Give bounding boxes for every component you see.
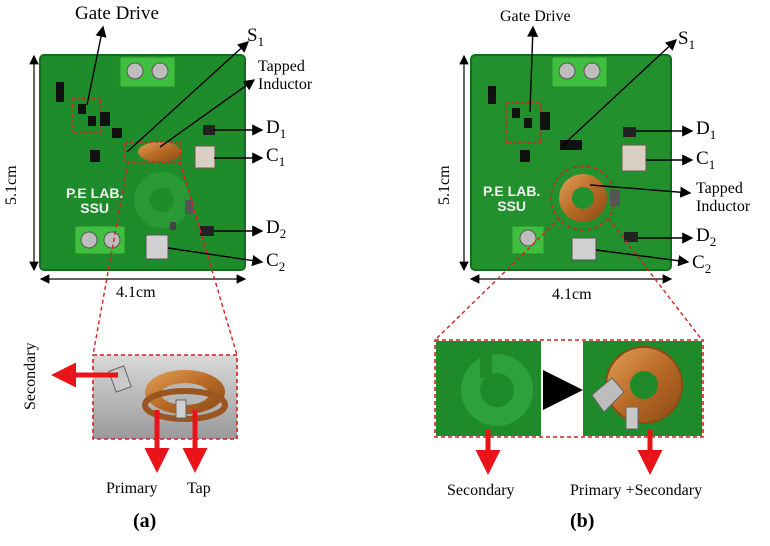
- height-dim-label-b: 5.1cm: [436, 165, 453, 205]
- tapped-inductor-label-a: Tapped Inductor: [258, 58, 313, 93]
- gate-drive-leader-b: [527, 25, 539, 113]
- c2-leader-a: [167, 247, 264, 267]
- caption-a: (a): [133, 510, 157, 532]
- gate-drive-label-a: Gate Drive: [75, 3, 159, 24]
- d1-label-a: D1: [266, 117, 287, 141]
- secondary-label-a: Secondary: [22, 342, 39, 410]
- gate-drive-label-b: Gate Drive: [500, 8, 571, 25]
- inductor-leader-b: [589, 184, 692, 198]
- pcb-title-a: P.E LAB. SSU: [66, 185, 124, 216]
- inductor-closeup-a: [92, 354, 238, 440]
- pcb-board-b: [470, 54, 672, 271]
- d2-label-a: D2: [266, 217, 287, 241]
- pcb-title-b: P.E LAB. SSU: [483, 183, 541, 214]
- s1-leader-b: [561, 39, 678, 147]
- s1-label-a: S1: [247, 25, 265, 49]
- gate-drive-leader-a: [86, 25, 107, 106]
- c2-label-b: C2: [692, 252, 712, 276]
- primary-secondary-label-b: Primary +Secondary: [570, 482, 703, 499]
- width-dim-label-b: 4.1cm: [552, 286, 592, 303]
- s1-label-b: S1: [678, 28, 696, 52]
- primary-label-a: Primary: [106, 480, 158, 497]
- pcb-board-a: [39, 54, 246, 271]
- tapped-inductor-label-b: Tapped Inductor: [696, 180, 751, 215]
- caption-b: (b): [570, 510, 595, 532]
- width-dim-label-a: 4.1cm: [116, 284, 156, 301]
- inductor-leader-a: [159, 79, 256, 148]
- height-dim-label-a: 5.1cm: [3, 165, 20, 205]
- c1-label-a: C1: [266, 145, 286, 169]
- d2-label-b: D2: [696, 225, 717, 249]
- c2-leader-b: [595, 249, 690, 267]
- c1-label-b: C1: [696, 148, 716, 172]
- s1-leader-a: [126, 41, 250, 153]
- d1-label-b: D1: [696, 118, 717, 142]
- c2-label-a: C2: [266, 250, 286, 274]
- secondary-label-b: Secondary: [447, 482, 515, 499]
- inductor-closeup-b: [434, 339, 704, 438]
- tap-label-a: Tap: [187, 480, 211, 497]
